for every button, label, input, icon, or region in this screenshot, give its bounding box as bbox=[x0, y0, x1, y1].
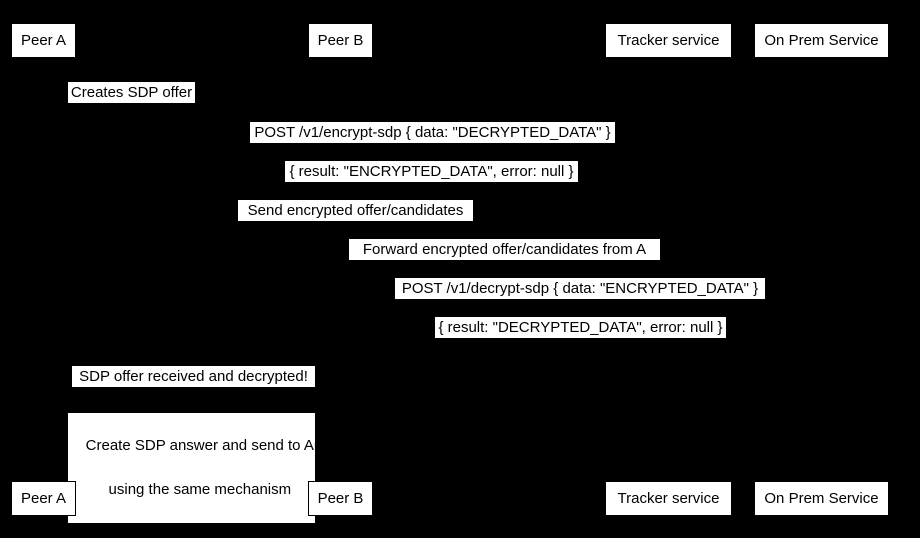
lifeline-peer-a bbox=[43, 58, 44, 481]
lifeline-on-prem bbox=[821, 58, 822, 481]
participant-label: On Prem Service bbox=[764, 490, 879, 507]
message-label-creates-sdp-offer: Creates SDP offer bbox=[68, 82, 195, 103]
message-arrow-8 bbox=[340, 388, 430, 389]
message-arrow-7 bbox=[340, 339, 821, 340]
message-arrow-1 bbox=[43, 104, 133, 105]
message-arrow-5 bbox=[340, 261, 668, 262]
message-label-encrypt-sdp-result: { result: "ENCRYPTED_DATA", error: null … bbox=[285, 161, 578, 182]
participant-header-tracker-service[interactable]: Tracker service bbox=[605, 23, 732, 58]
lifeline-tracker bbox=[668, 58, 669, 481]
message-label-post-encrypt-sdp: POST /v1/encrypt-sdp { data: "DECRYPTED_… bbox=[250, 122, 615, 143]
message-arrow-3 bbox=[43, 183, 821, 184]
message-label-line-1: Create SDP answer and send to An bbox=[85, 437, 323, 454]
message-label-create-sdp-answer: Create SDP answer and send to An using t… bbox=[68, 413, 322, 523]
participant-header-peer-b[interactable]: Peer B bbox=[308, 23, 373, 58]
message-label-send-encrypted-offer: Send encrypted offer/candidates bbox=[238, 200, 473, 221]
participant-footer-tracker-service[interactable]: Tracker service bbox=[605, 481, 732, 516]
message-label-line-2: using the same mechanism bbox=[108, 481, 292, 498]
message-label-sdp-offer-received: SDP offer received and decrypted! bbox=[72, 366, 315, 387]
message-arrow-6 bbox=[340, 300, 821, 301]
message-arrow-4 bbox=[43, 222, 668, 223]
participant-footer-peer-a[interactable]: Peer A bbox=[11, 481, 76, 516]
participant-label: Peer A bbox=[20, 490, 67, 507]
participant-footer-on-prem-service[interactable]: On Prem Service bbox=[754, 481, 889, 516]
participant-label: Tracker service bbox=[617, 490, 720, 507]
participant-label: Peer B bbox=[317, 32, 364, 49]
participant-label: Tracker service bbox=[617, 32, 720, 49]
participant-label: On Prem Service bbox=[764, 32, 879, 49]
message-label-post-decrypt-sdp: POST /v1/decrypt-sdp { data: "ENCRYPTED_… bbox=[395, 278, 765, 299]
participant-label: Peer A bbox=[20, 32, 67, 49]
participant-footer-peer-b[interactable]: Peer B bbox=[308, 481, 373, 516]
message-label-forward-encrypted-offer: Forward encrypted offer/candidates from … bbox=[349, 239, 660, 260]
message-label-decrypt-sdp-result: { result: "DECRYPTED_DATA", error: null … bbox=[435, 317, 726, 338]
participant-label: Peer B bbox=[317, 490, 364, 507]
lifeline-peer-b bbox=[340, 58, 341, 481]
participant-header-peer-a[interactable]: Peer A bbox=[11, 23, 76, 58]
message-arrow-2 bbox=[43, 144, 821, 145]
participant-header-on-prem-service[interactable]: On Prem Service bbox=[754, 23, 889, 58]
